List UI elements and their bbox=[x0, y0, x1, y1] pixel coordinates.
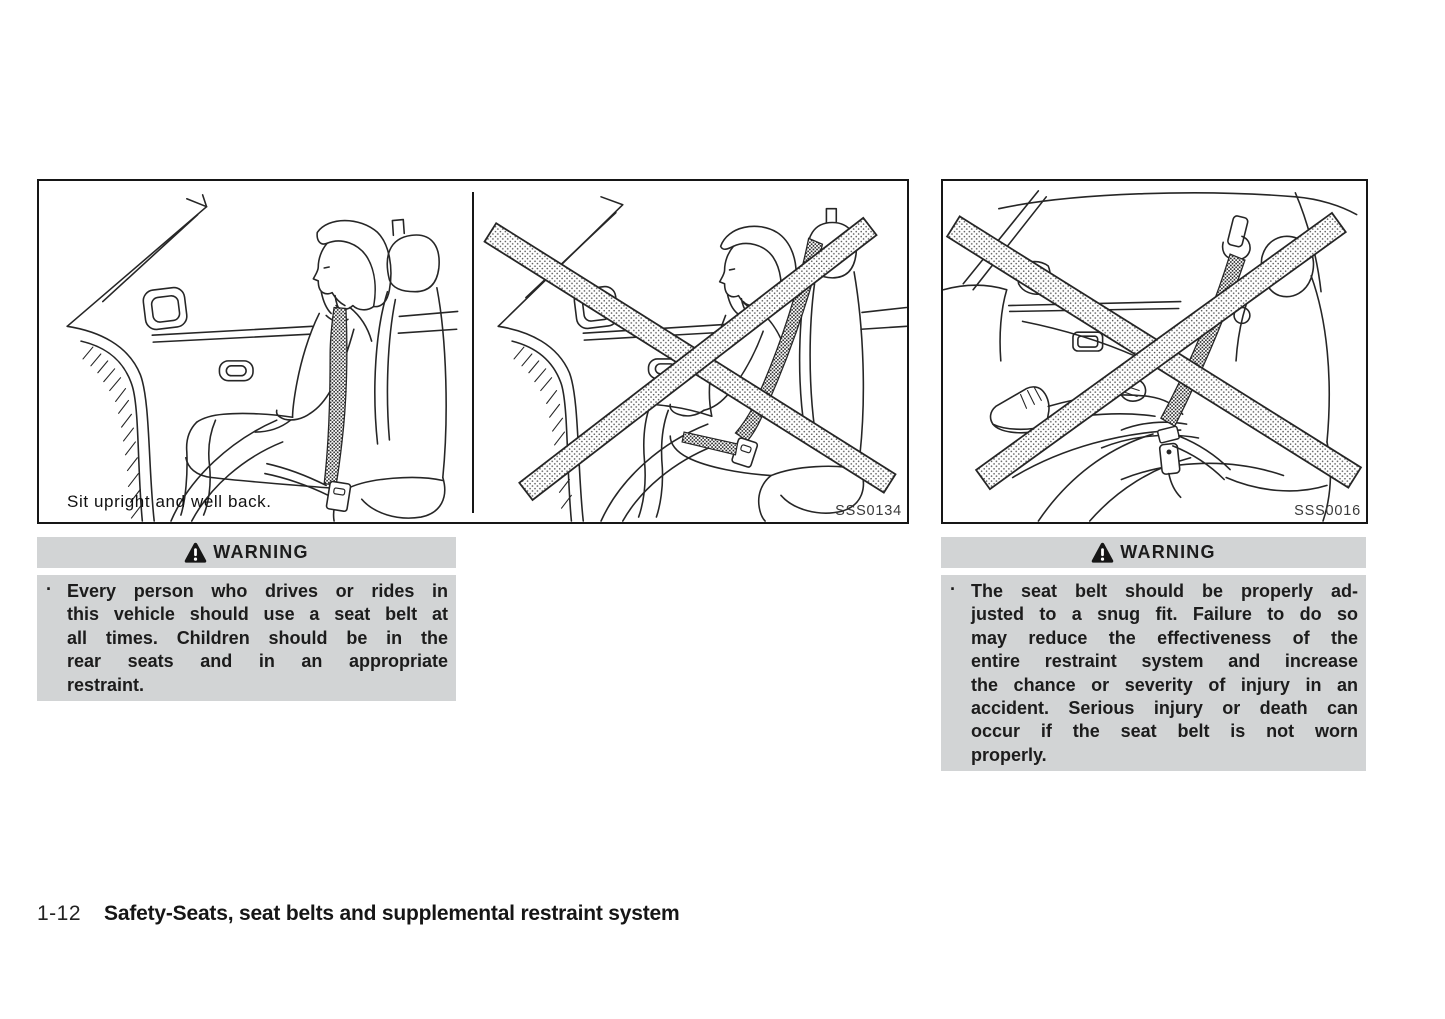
warning-line: occur if the seat belt is not worn bbox=[971, 721, 1358, 742]
warning-icon bbox=[185, 542, 207, 563]
reclined-seat-belt-drawing bbox=[943, 190, 1363, 522]
reclined-seat bbox=[1120, 192, 1332, 522]
illustration-slouched-posture-crossed: SSS0134 bbox=[474, 181, 907, 522]
figure-code: SSS0134 bbox=[835, 503, 902, 519]
driver-figure bbox=[180, 219, 392, 516]
warning-icon bbox=[1092, 542, 1114, 563]
warning-line: restraint. bbox=[67, 674, 145, 695]
warning-line: the chance or severity of injury in an bbox=[971, 674, 1358, 695]
warning-line: accident. Serious injury or death can bbox=[971, 697, 1358, 718]
bullet-marker: · bbox=[950, 579, 956, 599]
figure-improper-belt-panel: SSS0016 bbox=[941, 179, 1368, 524]
panel-divider bbox=[472, 192, 474, 513]
warning-line: rear seats and in an appropriate bbox=[67, 651, 448, 672]
warning-text-right: · The seat belt should be properly ad- j… bbox=[941, 575, 1366, 771]
warning-header-right: WARNING bbox=[941, 537, 1366, 568]
warning-text-left: · Every person who drives or rides in th… bbox=[37, 575, 456, 701]
page-number: 1-12 bbox=[37, 902, 82, 925]
warning-line: entire restraint system and increase bbox=[971, 651, 1358, 672]
prohibition-x-icon bbox=[945, 211, 1363, 491]
seat-belt bbox=[264, 306, 352, 513]
warning-line: all times. Children should be in the bbox=[67, 627, 448, 648]
warning-header-left: WARNING bbox=[37, 537, 456, 568]
figure-caption: Sit upright and well back. bbox=[67, 492, 272, 511]
warning-line: justed to a snug fit. Failure to do so bbox=[971, 604, 1358, 625]
figure-code: SSS0016 bbox=[1294, 503, 1361, 519]
warning-line: properly. bbox=[971, 744, 1047, 765]
warning-line: may reduce the effectiveness of the bbox=[971, 627, 1358, 648]
page-footer: 1-12 Safety-Seats, seat belts and supple… bbox=[37, 902, 680, 926]
figure-seating-posture-panel: Sit upright and well back. bbox=[37, 179, 909, 524]
warning-line: The seat belt should be properly ad- bbox=[971, 581, 1358, 601]
illustration-correct-posture: Sit upright and well back. bbox=[39, 181, 472, 522]
warning-line: Every person who drives or rides in bbox=[67, 581, 448, 601]
car-interior-correct-drawing bbox=[66, 194, 459, 522]
prohibition-x-icon bbox=[483, 216, 897, 502]
car-seat bbox=[332, 218, 447, 522]
car-interior-incorrect-drawing bbox=[483, 196, 907, 522]
section-title: Safety-Seats, seat belts and supplementa… bbox=[104, 902, 680, 925]
car-interior bbox=[66, 194, 459, 522]
warning-title: WARNING bbox=[213, 542, 309, 562]
bullet-marker: · bbox=[46, 579, 52, 599]
warning-line: this vehicle should use a seat belt at bbox=[67, 604, 448, 625]
warning-title: WARNING bbox=[1120, 542, 1216, 562]
